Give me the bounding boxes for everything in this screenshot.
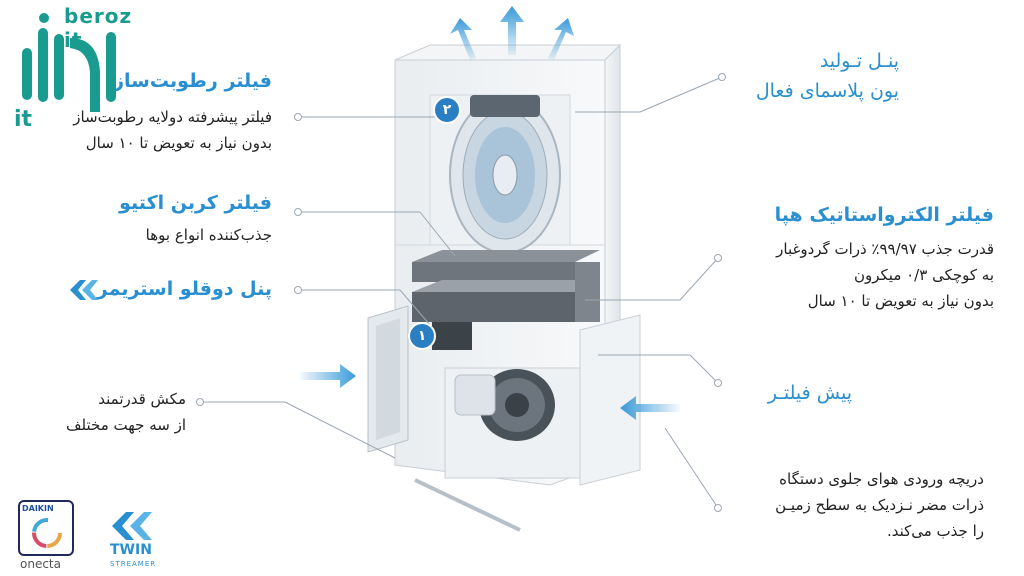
hepa-filter-desc: قدرت جذب ۹۹/۹۷٪ ذرات گردوغبار به کوچکی ۰… xyxy=(776,236,994,314)
intake-desc-line: دریچه ورودی هوای جلوی دستگاه xyxy=(779,470,984,488)
hepa-desc-line: به کوچکی ۰/۳ میکرون xyxy=(853,266,994,284)
fan-desc: مکش قدرتمند از سه جهت مختلف xyxy=(66,386,186,438)
ion-panel-title-2: یون پلاسمای فعال xyxy=(755,80,899,102)
hepa-desc-line: قدرت جذب ۹۹/۹۷٪ ذرات گردوغبار xyxy=(776,240,994,258)
leader-dot xyxy=(196,398,204,406)
leader-dot xyxy=(714,379,722,387)
onecta-text: onecta xyxy=(20,557,61,571)
leader-lines xyxy=(200,76,723,509)
svg-text:it: it xyxy=(14,107,33,132)
bottom-rod xyxy=(414,478,521,532)
prefilter-panel xyxy=(579,314,641,486)
beroz-logo-mark: it xyxy=(14,13,116,132)
filter-panels xyxy=(412,250,600,322)
intake-desc-line: را جذب می‌کند. xyxy=(886,522,984,540)
onecta-ring-icon xyxy=(32,518,62,548)
humidifier-filter-desc: فیلتر پیشرفته دولایه رطوبت‌ساز بدون نیاز… xyxy=(73,104,272,156)
leader-dot xyxy=(714,504,722,512)
carbon-filter-desc: جذب‌کننده انواع بوها xyxy=(146,222,272,248)
badge-2: ۲ xyxy=(433,96,461,124)
fan-desc-line: از سه جهت مختلف xyxy=(66,416,186,434)
streamer-unit xyxy=(432,322,472,350)
daikin-text: DAIKIN xyxy=(22,504,54,513)
prefilter-title: پیش فیلتـر xyxy=(767,382,852,404)
carbon-desc-line: جذب‌کننده انواع بوها xyxy=(145,226,272,244)
streamer-icon xyxy=(70,280,98,300)
streamer-text: STREAMER xyxy=(110,560,157,568)
humidifier-wheel xyxy=(449,95,561,254)
beroz-wordmark: beroz it xyxy=(64,4,133,52)
fan-housing xyxy=(444,367,581,479)
fan-desc-line: مکش قدرتمند xyxy=(98,390,186,408)
hepa-filter-title: فیلتر الکترواستاتیک هپا xyxy=(774,204,994,226)
leader-dot xyxy=(718,73,726,81)
twin-streamer-panel-title: پنل دوقلو استریمر xyxy=(96,278,272,300)
beroz-logo: it beroz it beroz it xyxy=(14,4,134,134)
twin-streamer-logo: TWIN STREAMER xyxy=(104,508,170,574)
humidifier-filter-title: فیلتر رطوبت‌ساز xyxy=(113,70,272,92)
intake-desc-line: ذرات مضر نـزدیک به سطح زمیـن xyxy=(775,496,984,514)
leader-dot xyxy=(294,113,302,121)
ion-panel-title-1: پنـل تـولید xyxy=(819,50,899,72)
twin-streamer-icon xyxy=(112,512,152,540)
side-filter-left xyxy=(367,305,409,453)
intake-desc: دریچه ورودی هوای جلوی دستگاه ذرات مضر نـ… xyxy=(775,466,984,544)
humidifier-desc-line: فیلتر پیشرفته دولایه رطوبت‌ساز xyxy=(73,108,272,126)
leader-dot xyxy=(294,208,302,216)
badge-1: ۱ xyxy=(408,322,436,350)
leader-dot xyxy=(294,286,302,294)
hepa-desc-line: بدون نیاز به تعویض تا ۱۰ سال xyxy=(807,292,994,310)
daikin-onecta-logo: DAIKIN onecta xyxy=(18,500,76,572)
twin-text: TWIN xyxy=(110,542,152,558)
leader-dot xyxy=(714,254,722,262)
carbon-filter-title: فیلتر کربن اکتیو xyxy=(119,192,272,214)
airflow-arrows xyxy=(300,6,680,420)
humidifier-desc-line: بدون نیاز به تعویض تا ۱۰ سال xyxy=(85,134,272,152)
